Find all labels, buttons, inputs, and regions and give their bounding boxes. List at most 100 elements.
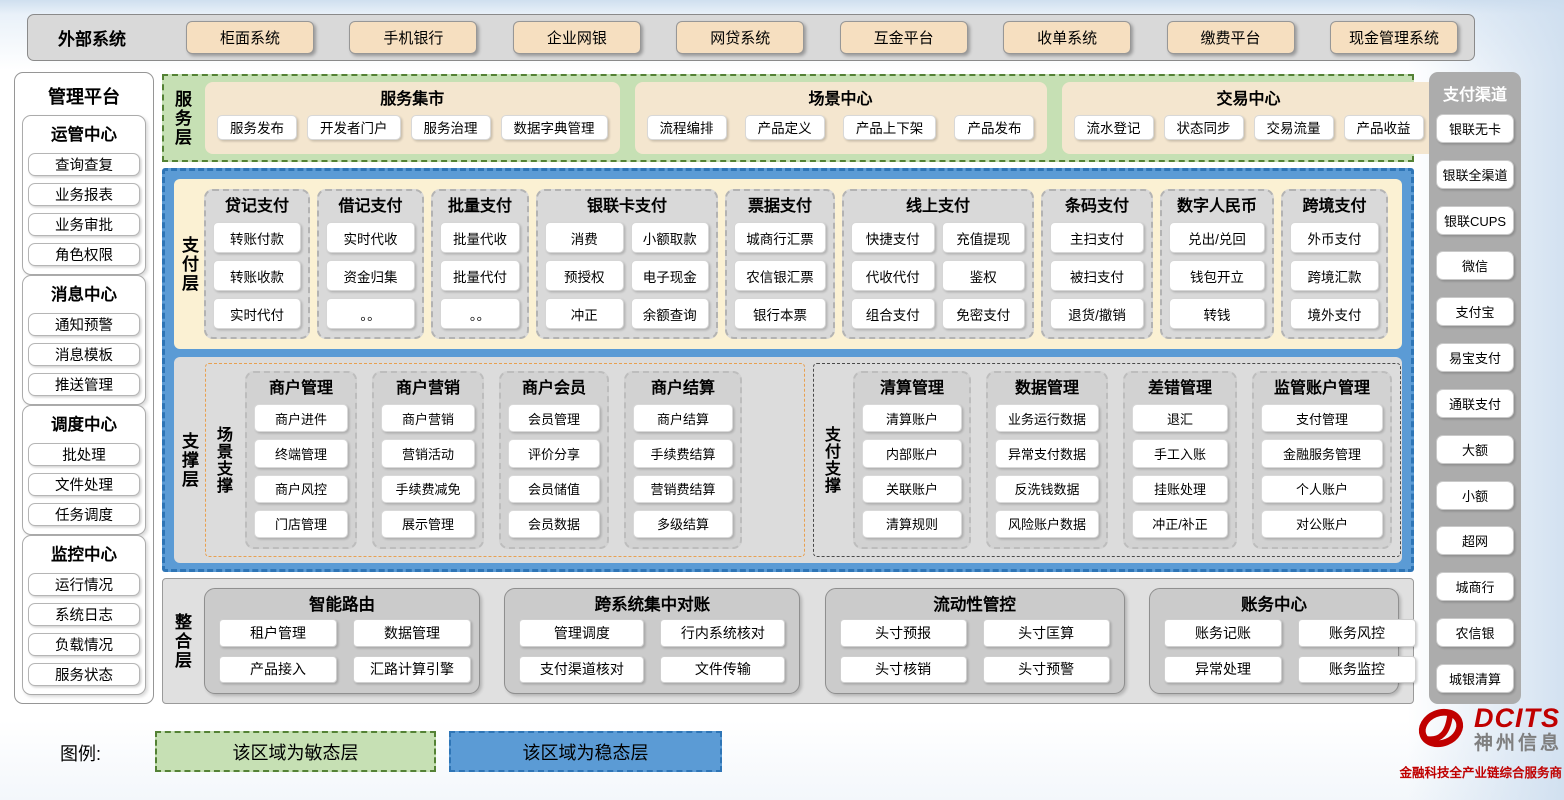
- module-chip: 状态同步: [1164, 115, 1244, 140]
- module-chip: 产品接入: [219, 656, 337, 683]
- module-chip: 角色权限: [28, 243, 140, 266]
- group-items: 通知预警消息模板推送管理: [28, 313, 140, 396]
- management-groups: 运管中心 查询查复业务报表业务审批角色权限 消息中心 通知预警消息模板推送管理 …: [22, 115, 146, 695]
- module-chip: 数据字典管理: [501, 115, 608, 140]
- trade-center-group: 交易中心 流水登记状态同步交易流量产品收益: [1062, 82, 1436, 154]
- channel-chip: 小额: [1436, 481, 1514, 510]
- module-chip: 业务运行数据: [995, 404, 1099, 432]
- module-chip: 城商行汇票: [734, 222, 826, 253]
- payment-channels-title: 支付渠道: [1436, 81, 1514, 105]
- external-systems-bar: 外部系统 柜面系统手机银行企业网银网贷系统互金平台收单系统缴费平台现金管理系统: [27, 14, 1475, 61]
- column-items: 外币支付跨境汇款境外支付: [1290, 222, 1379, 329]
- column-title: 商户管理: [254, 377, 348, 401]
- column-items: 兑出/兑回钱包开立转钱: [1169, 222, 1265, 329]
- group-items: 批处理文件处理任务调度: [28, 443, 140, 526]
- channel-chip: 通联支付: [1436, 389, 1514, 418]
- channel-chip: 城银清算: [1436, 664, 1514, 693]
- column-title: 票据支付: [734, 195, 826, 219]
- group-message-center: 消息中心 通知预警消息模板推送管理: [22, 275, 146, 405]
- legend-stable-layer: 该区域为稳态层: [449, 731, 722, 772]
- module-chip: 个人账户: [1261, 475, 1383, 503]
- module-chip: 转钱: [1169, 298, 1265, 329]
- module-chip: 展示管理: [381, 510, 475, 538]
- group-title: 运管中心: [28, 119, 140, 146]
- column-items: 批量代收批量代付。。: [440, 222, 520, 329]
- module-chip: 交易流量: [1254, 115, 1334, 140]
- column-title: 贷记支付: [213, 195, 301, 219]
- module-chip: 资金归集: [326, 260, 415, 291]
- group-title: 交易中心: [1074, 85, 1424, 109]
- column-items: 商户进件终端管理商户风控门店管理: [254, 404, 348, 538]
- module-chip: 退汇: [1132, 404, 1228, 432]
- column-title: 差错管理: [1132, 377, 1228, 401]
- column-items: 清算账户内部账户关联账户清算规则: [862, 404, 962, 538]
- scene-center-group: 场景中心 流程编排产品定义产品上下架产品发布: [635, 82, 1047, 154]
- module-chip: 境外支付: [1290, 298, 1379, 329]
- module-chip: 。。: [326, 298, 415, 329]
- channel-chip: 城商行: [1436, 572, 1514, 601]
- module-chip: 管理调度: [519, 619, 644, 646]
- module-chip: 租户管理: [219, 619, 337, 646]
- group-title: 服务集市: [217, 85, 608, 109]
- column-merchant-management: 商户管理 商户进件终端管理商户风控门店管理: [245, 371, 357, 549]
- module-chip: 流程编排: [647, 115, 727, 140]
- group-title: 智能路由: [219, 591, 465, 619]
- external-system-chip: 柜面系统: [186, 21, 314, 54]
- module-chip: 被扫支付: [1050, 260, 1144, 291]
- module-chip: 汇路计算引擎: [353, 656, 471, 683]
- module-chip: 会员管理: [508, 404, 600, 432]
- module-chip: 商户进件: [254, 404, 348, 432]
- dcits-swirl-icon: [1412, 702, 1470, 759]
- payment-channels-list: 银联无卡银联全渠道银联CUPS微信支付宝易宝支付通联支付大额小额超网城商行农信银…: [1436, 114, 1514, 693]
- column-title: 清算管理: [862, 377, 962, 401]
- payment-column-unionpay-card: 银联卡支付 消费小额取款预授权电子现金冲正余额查询: [536, 189, 718, 339]
- support-layer-label: 支撑层: [180, 432, 197, 489]
- module-chip: 批处理: [28, 443, 140, 466]
- column-items: 会员管理评价分享会员储值会员数据: [508, 404, 600, 538]
- module-chip: 流水登记: [1074, 115, 1154, 140]
- column-title: 跨境支付: [1290, 195, 1379, 219]
- module-chip: 批量代收: [440, 222, 520, 253]
- module-chip: 头寸预报: [840, 619, 967, 646]
- module-chip: 外币支付: [1290, 222, 1379, 253]
- module-chip: 异常处理: [1164, 656, 1282, 683]
- integration-layer-label: 整合层: [173, 613, 190, 670]
- dcits-logo: DCITS 神州信息 金融科技全产业链综合服务商: [1388, 702, 1562, 781]
- payment-support-label: 支付支撑: [822, 426, 838, 494]
- module-chip: 商户结算: [633, 404, 733, 432]
- legend-label: 图例:: [60, 740, 101, 766]
- channel-chip: 银联CUPS: [1436, 206, 1514, 235]
- payment-column-bill: 票据支付 城商行汇票农信银汇票银行本票: [725, 189, 835, 339]
- module-chip: 业务审批: [28, 213, 140, 236]
- legend-agile-layer: 该区域为敏态层: [155, 731, 436, 772]
- group-items: 服务发布开发者门户服务治理数据字典管理: [217, 109, 608, 145]
- column-title: 批量支付: [440, 195, 520, 219]
- module-chip: 商户营销: [381, 404, 475, 432]
- column-items: 业务运行数据异常支付数据反洗钱数据风险账户数据: [995, 404, 1099, 538]
- module-chip: 评价分享: [508, 439, 600, 467]
- module-chip: 支付渠道核对: [519, 656, 644, 683]
- payment-column-batch: 批量支付 批量代收批量代付。。: [431, 189, 529, 339]
- column-error-management: 差错管理 退汇手工入账挂账处理冲正/补正: [1123, 371, 1237, 549]
- group-accounting-center: 账务中心 账务记账账务风控异常处理账务监控: [1149, 588, 1399, 694]
- group-smart-routing: 智能路由 租户管理数据管理产品接入汇路计算引擎: [204, 588, 480, 694]
- module-chip: 营销活动: [381, 439, 475, 467]
- module-chip: 行内系统核对: [660, 619, 785, 646]
- channel-chip: 农信银: [1436, 618, 1514, 647]
- module-chip: 冲正/补正: [1132, 510, 1228, 538]
- group-operation-center: 运管中心 查询查复业务报表业务审批角色权限: [22, 115, 146, 275]
- payment-column-credit: 贷记支付 转账付款转账收款实时代付: [204, 189, 310, 339]
- module-chip: 钱包开立: [1169, 260, 1265, 291]
- service-layer: 服务层 服务集市 服务发布开发者门户服务治理数据字典管理 场景中心 流程编排产品…: [162, 74, 1414, 162]
- module-chip: 业务报表: [28, 183, 140, 206]
- service-layer-label: 服务层: [173, 90, 190, 147]
- module-chip: 产品上下架: [843, 115, 937, 140]
- module-chip: 冲正: [545, 298, 624, 329]
- column-title: 数字人民币: [1169, 195, 1265, 219]
- group-title: 跨系统集中对账: [519, 591, 785, 619]
- scene-support-label: 场景支撑: [214, 426, 230, 494]
- payment-layer: 支付层 贷记支付 转账付款转账收款实时代付 借记支付 实时代收资金归集。。 批量…: [174, 179, 1402, 349]
- module-chip: 风险账户数据: [995, 510, 1099, 538]
- external-system-chip: 网贷系统: [676, 21, 804, 54]
- group-title: 消息中心: [28, 279, 140, 306]
